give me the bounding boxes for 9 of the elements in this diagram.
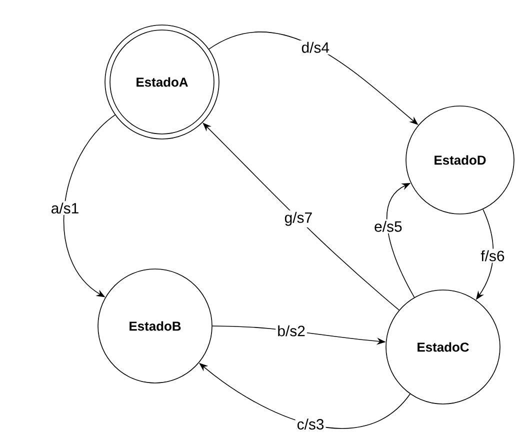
edge-label: c/s3 — [295, 417, 326, 432]
arrow — [202, 122, 400, 310]
arrow — [63, 114, 116, 298]
edge-label: d/s4 — [300, 40, 332, 54]
edge-label: a/s1 — [49, 201, 81, 216]
edge-label: f/s6 — [479, 248, 506, 263]
edge-label: g/s7 — [282, 210, 314, 228]
edge-label: b/s2 — [276, 324, 307, 338]
edge-label: e/s5 — [372, 219, 404, 234]
